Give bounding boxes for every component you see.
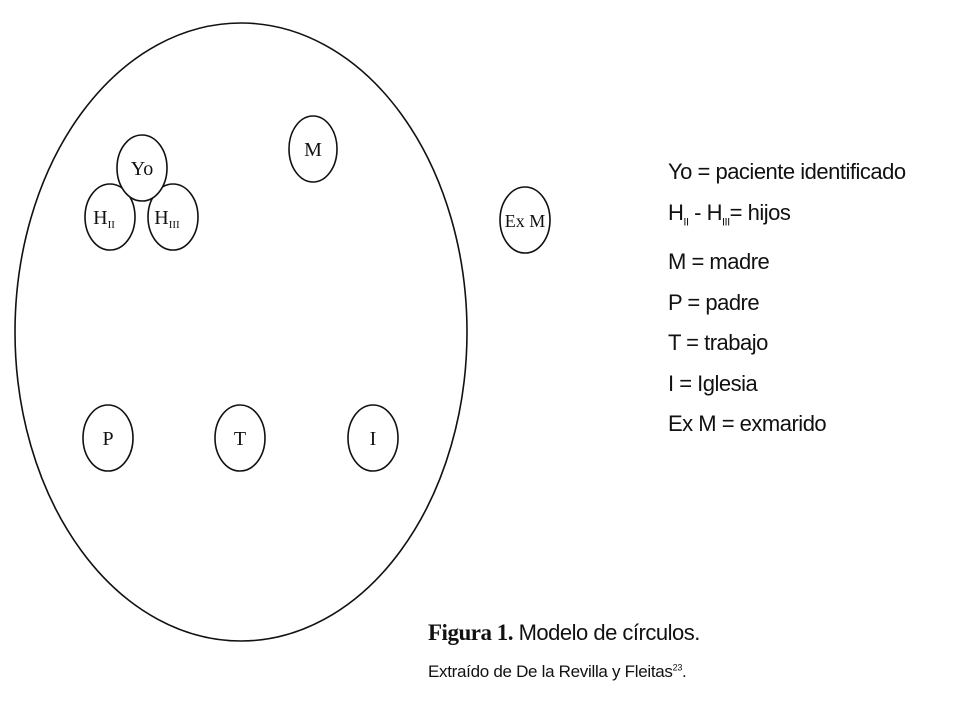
caption-label: Figura 1. — [428, 620, 513, 645]
node-yo: Yo — [116, 134, 168, 202]
node-h-iii: HIII — [147, 183, 199, 251]
legend-row-i: I = Iglesia — [668, 370, 758, 396]
node-p-label: P — [102, 428, 113, 450]
caption-source-ref: 23 — [672, 662, 683, 673]
legend-row-m: M = madre — [668, 249, 770, 275]
node-t-label: T — [234, 428, 246, 450]
node-ex-m: Ex M — [499, 186, 551, 254]
caption-title: Figura 1. Modelo de círculos. — [428, 620, 700, 646]
node-p: P — [82, 404, 134, 472]
figure-caption: Figura 1. Modelo de círculos. Extraído d… — [428, 620, 700, 682]
family-boundary-circle — [14, 22, 468, 642]
node-i-label: I — [370, 428, 377, 450]
legend-row-t: T = trabajo — [668, 330, 768, 356]
caption-title-text: Modelo de círculos. — [512, 620, 701, 645]
node-m-label: M — [304, 139, 322, 161]
node-h-ii-label: HII — [93, 207, 115, 231]
node-h-ii: HII — [84, 183, 136, 251]
legend-row-exm: Ex M = exmarido — [668, 411, 827, 437]
node-ex-m-label: Ex M — [505, 211, 546, 231]
caption-source: Extraído de De la Revilla y Fleitas23. — [428, 662, 687, 681]
node-m: M — [288, 115, 338, 183]
node-h-iii-label: HIII — [154, 207, 180, 231]
legend-row-hijos: HII - HIII= hijos — [668, 199, 791, 228]
node-i: I — [347, 404, 399, 472]
legend: Yo = paciente identificado HII - HIII= h… — [668, 152, 906, 445]
legend-row-p: P = padre — [668, 289, 760, 315]
node-t: T — [214, 404, 266, 472]
legend-row-yo: Yo = paciente identificado — [668, 159, 906, 184]
node-yo-label: Yo — [131, 158, 153, 180]
